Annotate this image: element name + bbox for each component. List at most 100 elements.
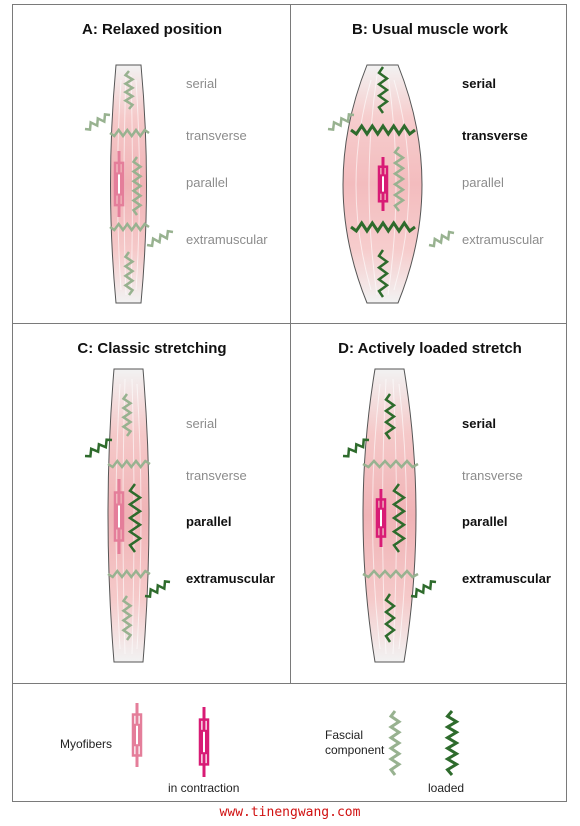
zigzag-path <box>131 156 143 216</box>
myofiber-outer <box>375 498 387 538</box>
label-extramuscular: extramuscular <box>186 232 268 247</box>
fascia-transverse-top <box>109 127 150 139</box>
zigzag-path <box>388 710 402 776</box>
fascia-parallel <box>392 146 406 212</box>
zigzag-path <box>391 483 407 553</box>
label-serial: serial <box>186 76 218 91</box>
panel-divider-horizontal <box>12 323 567 324</box>
label-transverse: transverse <box>462 468 523 483</box>
zigzag-path <box>376 249 390 298</box>
myofiber-outer <box>113 491 125 542</box>
fascia-serial-bottom <box>376 249 390 298</box>
myofiber-outer <box>198 718 210 766</box>
fascia-serial-bottom <box>121 595 133 641</box>
zigzag-path <box>350 220 416 234</box>
fascia-serial-bottom <box>383 593 397 643</box>
zigzag-path <box>342 438 370 458</box>
zigzag-path <box>383 393 397 440</box>
myofiber-outer <box>131 713 143 757</box>
muscle-diagram-c <box>84 368 171 663</box>
fascia-transverse-top <box>350 123 416 137</box>
panel-title: B: Usual muscle work <box>352 21 508 38</box>
zigzag-path <box>410 580 437 598</box>
fascia-transverse-top <box>362 459 419 469</box>
fascia-parallel <box>127 483 143 553</box>
myofiber-contracted <box>377 157 389 211</box>
label-extramuscular: extramuscular <box>462 571 551 586</box>
label-parallel: parallel <box>186 514 232 529</box>
label-extramuscular: extramuscular <box>186 571 275 586</box>
myofiber-inner <box>116 503 122 530</box>
legend-divider <box>12 683 567 684</box>
muscle-diagram-d <box>342 368 437 663</box>
label-serial: serial <box>462 416 496 431</box>
zigzag-path <box>350 123 416 137</box>
panel-actively-loaded-stretch: D: Actively loaded stretch serial transv… <box>291 324 569 682</box>
panel-title: D: Actively loaded stretch <box>338 340 522 357</box>
zigzag-path <box>84 438 113 458</box>
zigzag-path <box>362 459 419 469</box>
fascia-parallel <box>391 483 407 553</box>
fascia-extramuscular-bottom <box>146 229 174 248</box>
zigzag-path <box>123 251 135 296</box>
zigzag-path <box>144 580 171 598</box>
zigzag-path <box>84 113 111 131</box>
panel-title: A: Relaxed position <box>81 21 223 38</box>
label-serial: serial <box>186 416 218 431</box>
myofiber-relaxed <box>113 479 125 554</box>
fascia-serial-top <box>383 393 397 440</box>
zigzag-path <box>109 221 150 233</box>
panel-classic-stretching: C: Classic stretching serial transverse … <box>13 324 291 682</box>
label-parallel: parallel <box>186 175 228 190</box>
watermark: www.tinengwang.com <box>219 805 361 820</box>
legend-fascia-loaded-icon <box>444 710 460 776</box>
zigzag-path <box>428 230 455 248</box>
zigzag-path <box>123 70 135 110</box>
zigzag-path <box>327 113 355 131</box>
fascia-transverse-bottom <box>350 220 416 234</box>
figure-frame <box>12 4 567 802</box>
fascia-transverse-top <box>107 458 151 470</box>
fascia-transverse-bottom <box>107 568 151 580</box>
zigzag-path <box>107 568 151 580</box>
label-transverse: transverse <box>186 128 247 143</box>
fascia-transverse-bottom <box>109 221 150 233</box>
fascia-extramuscular-top <box>342 438 370 458</box>
legend: Myofibers in contraction Fascial compone… <box>12 683 567 802</box>
zigzag-path <box>146 229 174 248</box>
legend-myofiber-contracted-icon <box>198 707 210 777</box>
zigzag-path <box>121 595 133 641</box>
label-transverse: transverse <box>186 468 247 483</box>
legend-fascial-label: Fascial <box>325 728 364 742</box>
muscle-diagram-b <box>327 64 455 304</box>
zigzag-path <box>127 483 143 553</box>
myofiber-inner <box>134 723 140 747</box>
myofiber-outer <box>377 165 389 203</box>
zigzag-path <box>444 710 460 776</box>
muscle-diagram-a <box>84 64 174 304</box>
zigzag-path <box>107 458 151 470</box>
fascia-transverse-bottom <box>362 569 419 579</box>
fascia-extramuscular-bottom <box>428 230 455 248</box>
panel-divider-vertical <box>290 4 291 683</box>
zigzag-path <box>383 593 397 643</box>
legend-fascia-relaxed-icon <box>388 710 402 776</box>
myofiber-contracted <box>375 489 387 547</box>
fascia-parallel <box>131 156 143 216</box>
myofiber-relaxed <box>113 151 125 217</box>
myofiber-inner <box>116 172 122 196</box>
myofiber-inner <box>378 507 384 529</box>
myofiber-inner <box>380 174 386 194</box>
fascia-extramuscular-top <box>327 113 355 131</box>
muscle-belly <box>107 368 150 663</box>
label-extramuscular: extramuscular <box>462 232 544 247</box>
fascia-extramuscular-top <box>84 438 113 458</box>
label-serial: serial <box>462 76 496 91</box>
zigzag-path <box>392 146 406 212</box>
zigzag-path <box>121 393 133 437</box>
fascia-serial-top <box>376 66 390 114</box>
fascia-serial-top <box>123 70 135 110</box>
legend-in-contraction-label: in contraction <box>168 781 240 795</box>
zigzag-path <box>376 66 390 114</box>
legend-component-label: component <box>325 743 385 757</box>
